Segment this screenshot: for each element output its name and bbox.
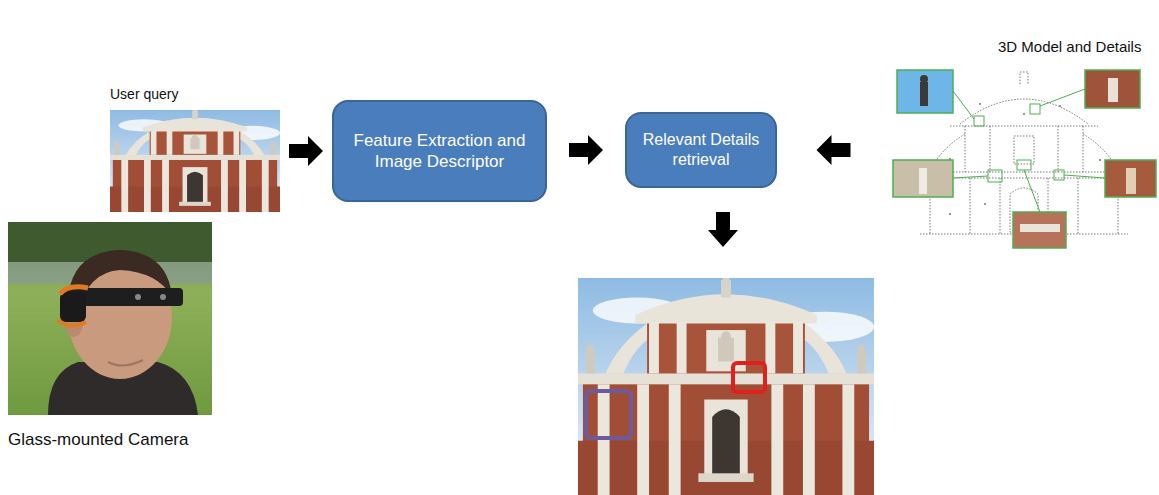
down-arrow [705, 210, 741, 250]
block-arrow [817, 135, 851, 165]
image-node: 3D Model and Details [890, 38, 1156, 252]
image-caption: 3D Model and Details [998, 38, 1156, 57]
process-box: Feature Extraction and Image Descriptor [332, 100, 547, 202]
image-caption: User query [110, 86, 280, 104]
box-label: Feature Extraction and Image Descriptor [344, 130, 535, 173]
block-arrow [569, 135, 603, 165]
process-box: Relevant Details retrieval [625, 112, 777, 188]
image-caption: Glass-mounted Camera [8, 429, 214, 450]
query-photo [110, 110, 280, 212]
box-label: Relevant Details retrieval [637, 130, 765, 170]
camera-photo [8, 222, 212, 415]
block-arrow [289, 136, 323, 166]
model-illustration [890, 64, 1158, 252]
image-node: Glass-mounted Camera [8, 222, 214, 450]
image-node: User query [110, 86, 280, 212]
result-photo [578, 278, 874, 495]
